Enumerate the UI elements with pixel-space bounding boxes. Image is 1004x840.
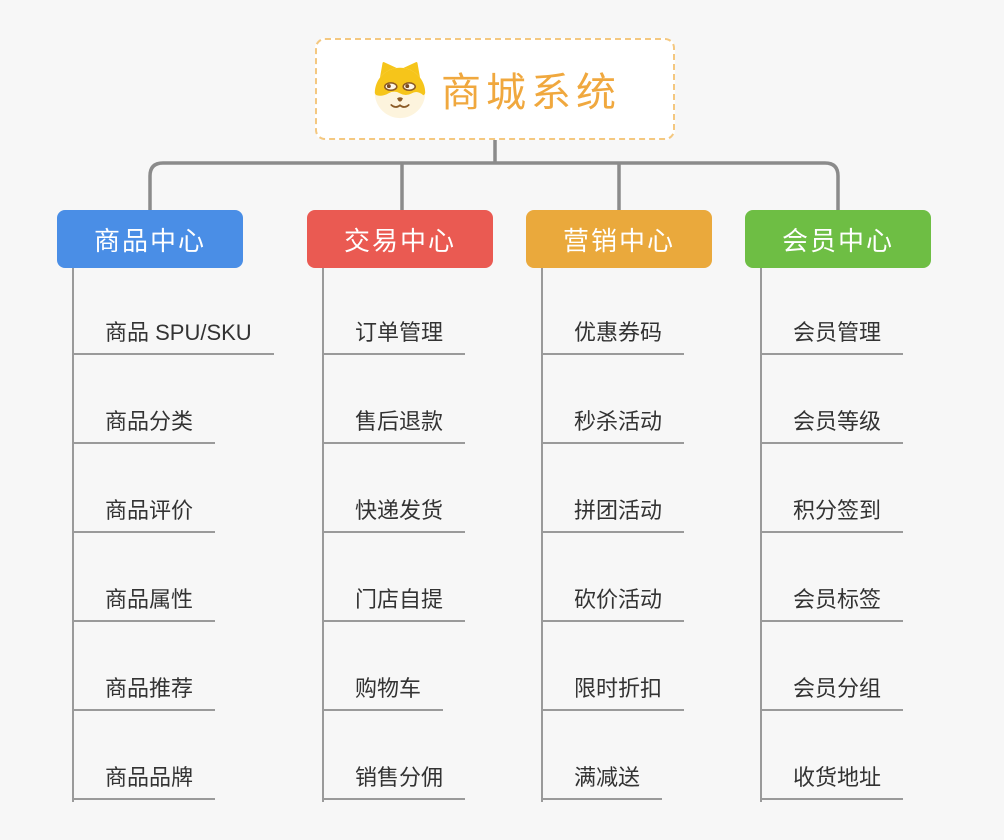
branch-column: 会员中心 会员管理会员等级积分签到会员标签会员分组收货地址	[745, 210, 995, 810]
branch-item-label: 商品 SPU/SKU	[105, 320, 252, 345]
branch-column: 营销中心 优惠券码秒杀活动拼团活动砍价活动限时折扣满减送	[526, 210, 776, 810]
branch-spine-line	[72, 268, 74, 802]
branch-item-label: 订单管理	[355, 320, 444, 345]
dog-face-icon	[374, 61, 426, 119]
branch-header[interactable]: 交易中心	[307, 210, 493, 268]
branch-item[interactable]: 收货地址	[760, 760, 904, 800]
branch-item-label: 商品品牌	[105, 765, 194, 790]
branch-item-label: 秒杀活动	[574, 409, 663, 434]
branch-item[interactable]: 会员管理	[760, 315, 904, 355]
branch-item-label: 商品推荐	[105, 676, 194, 701]
branch-item[interactable]: 会员等级	[760, 404, 904, 444]
branch-item-label: 优惠券码	[574, 320, 663, 345]
root-node[interactable]: 商城系统	[315, 38, 675, 140]
branch-item-label: 拼团活动	[574, 498, 663, 523]
branch-header[interactable]: 会员中心	[745, 210, 931, 268]
branch-item[interactable]: 限时折扣	[541, 671, 685, 711]
branch-item[interactable]: 商品分类	[72, 404, 216, 444]
bus-connector	[148, 161, 840, 212]
branch-item[interactable]: 购物车	[322, 671, 444, 711]
branch-item-label: 会员标签	[793, 587, 882, 612]
root-title: 商城系统	[441, 71, 621, 115]
branch-item-label: 销售分佣	[355, 765, 444, 790]
branch-item[interactable]: 订单管理	[322, 315, 466, 355]
branch-spine-line	[760, 268, 762, 802]
branch-item[interactable]: 商品推荐	[72, 671, 216, 711]
branch-item-label: 满减送	[574, 765, 641, 790]
branch-item-label: 商品分类	[105, 409, 194, 434]
branch-item[interactable]: 会员标签	[760, 582, 904, 622]
branch-header[interactable]: 营销中心	[526, 210, 712, 268]
branch-item[interactable]: 砍价活动	[541, 582, 685, 622]
branch-item-label: 收货地址	[793, 765, 882, 790]
branch-item-label: 购物车	[355, 676, 422, 701]
branch-item-label: 快递发货	[355, 498, 444, 523]
branch-item[interactable]: 秒杀活动	[541, 404, 685, 444]
branch-item[interactable]: 售后退款	[322, 404, 466, 444]
branch-item[interactable]: 优惠券码	[541, 315, 685, 355]
branch-item[interactable]: 销售分佣	[322, 760, 466, 800]
branch-item[interactable]: 商品属性	[72, 582, 216, 622]
branch-header-label: 营销中心	[562, 225, 675, 256]
branch-item-label: 门店自提	[355, 587, 444, 612]
branch-item-label: 售后退款	[355, 409, 444, 434]
branch-item-label: 积分签到	[793, 498, 882, 523]
branch-item-label: 商品评价	[105, 498, 194, 523]
branch-item[interactable]: 商品品牌	[72, 760, 216, 800]
branch-spine-line	[322, 268, 324, 802]
branch-item[interactable]: 拼团活动	[541, 493, 685, 533]
branch-header-label: 交易中心	[343, 225, 456, 256]
branch-item-label: 砍价活动	[574, 587, 663, 612]
branch-spine-line	[541, 268, 543, 802]
branch-item[interactable]: 会员分组	[760, 671, 904, 711]
branch-item[interactable]: 门店自提	[322, 582, 466, 622]
branch-item-label: 会员分组	[793, 676, 882, 701]
branch-item[interactable]: 快递发货	[322, 493, 466, 533]
branch-item-label: 限时折扣	[574, 676, 663, 701]
branch-header-label: 会员中心	[781, 225, 894, 256]
branch-header[interactable]: 商品中心	[57, 210, 243, 268]
branch-item[interactable]: 积分签到	[760, 493, 904, 533]
branch-item-label: 商品属性	[105, 587, 194, 612]
branch-header-label: 商品中心	[93, 225, 206, 256]
branch-column: 交易中心 订单管理售后退款快递发货门店自提购物车销售分佣	[307, 210, 557, 810]
branch-item-label: 会员等级	[793, 409, 882, 434]
branch-item[interactable]: 满减送	[541, 760, 663, 800]
branch-item[interactable]: 商品评价	[72, 493, 216, 533]
branch-item-label: 会员管理	[793, 320, 882, 345]
branch-column: 商品中心 商品 SPU/SKU 商品分类商品评价商品属性商品推荐商品品牌	[57, 210, 307, 810]
branch-item[interactable]: 商品 SPU/SKU	[72, 315, 274, 355]
